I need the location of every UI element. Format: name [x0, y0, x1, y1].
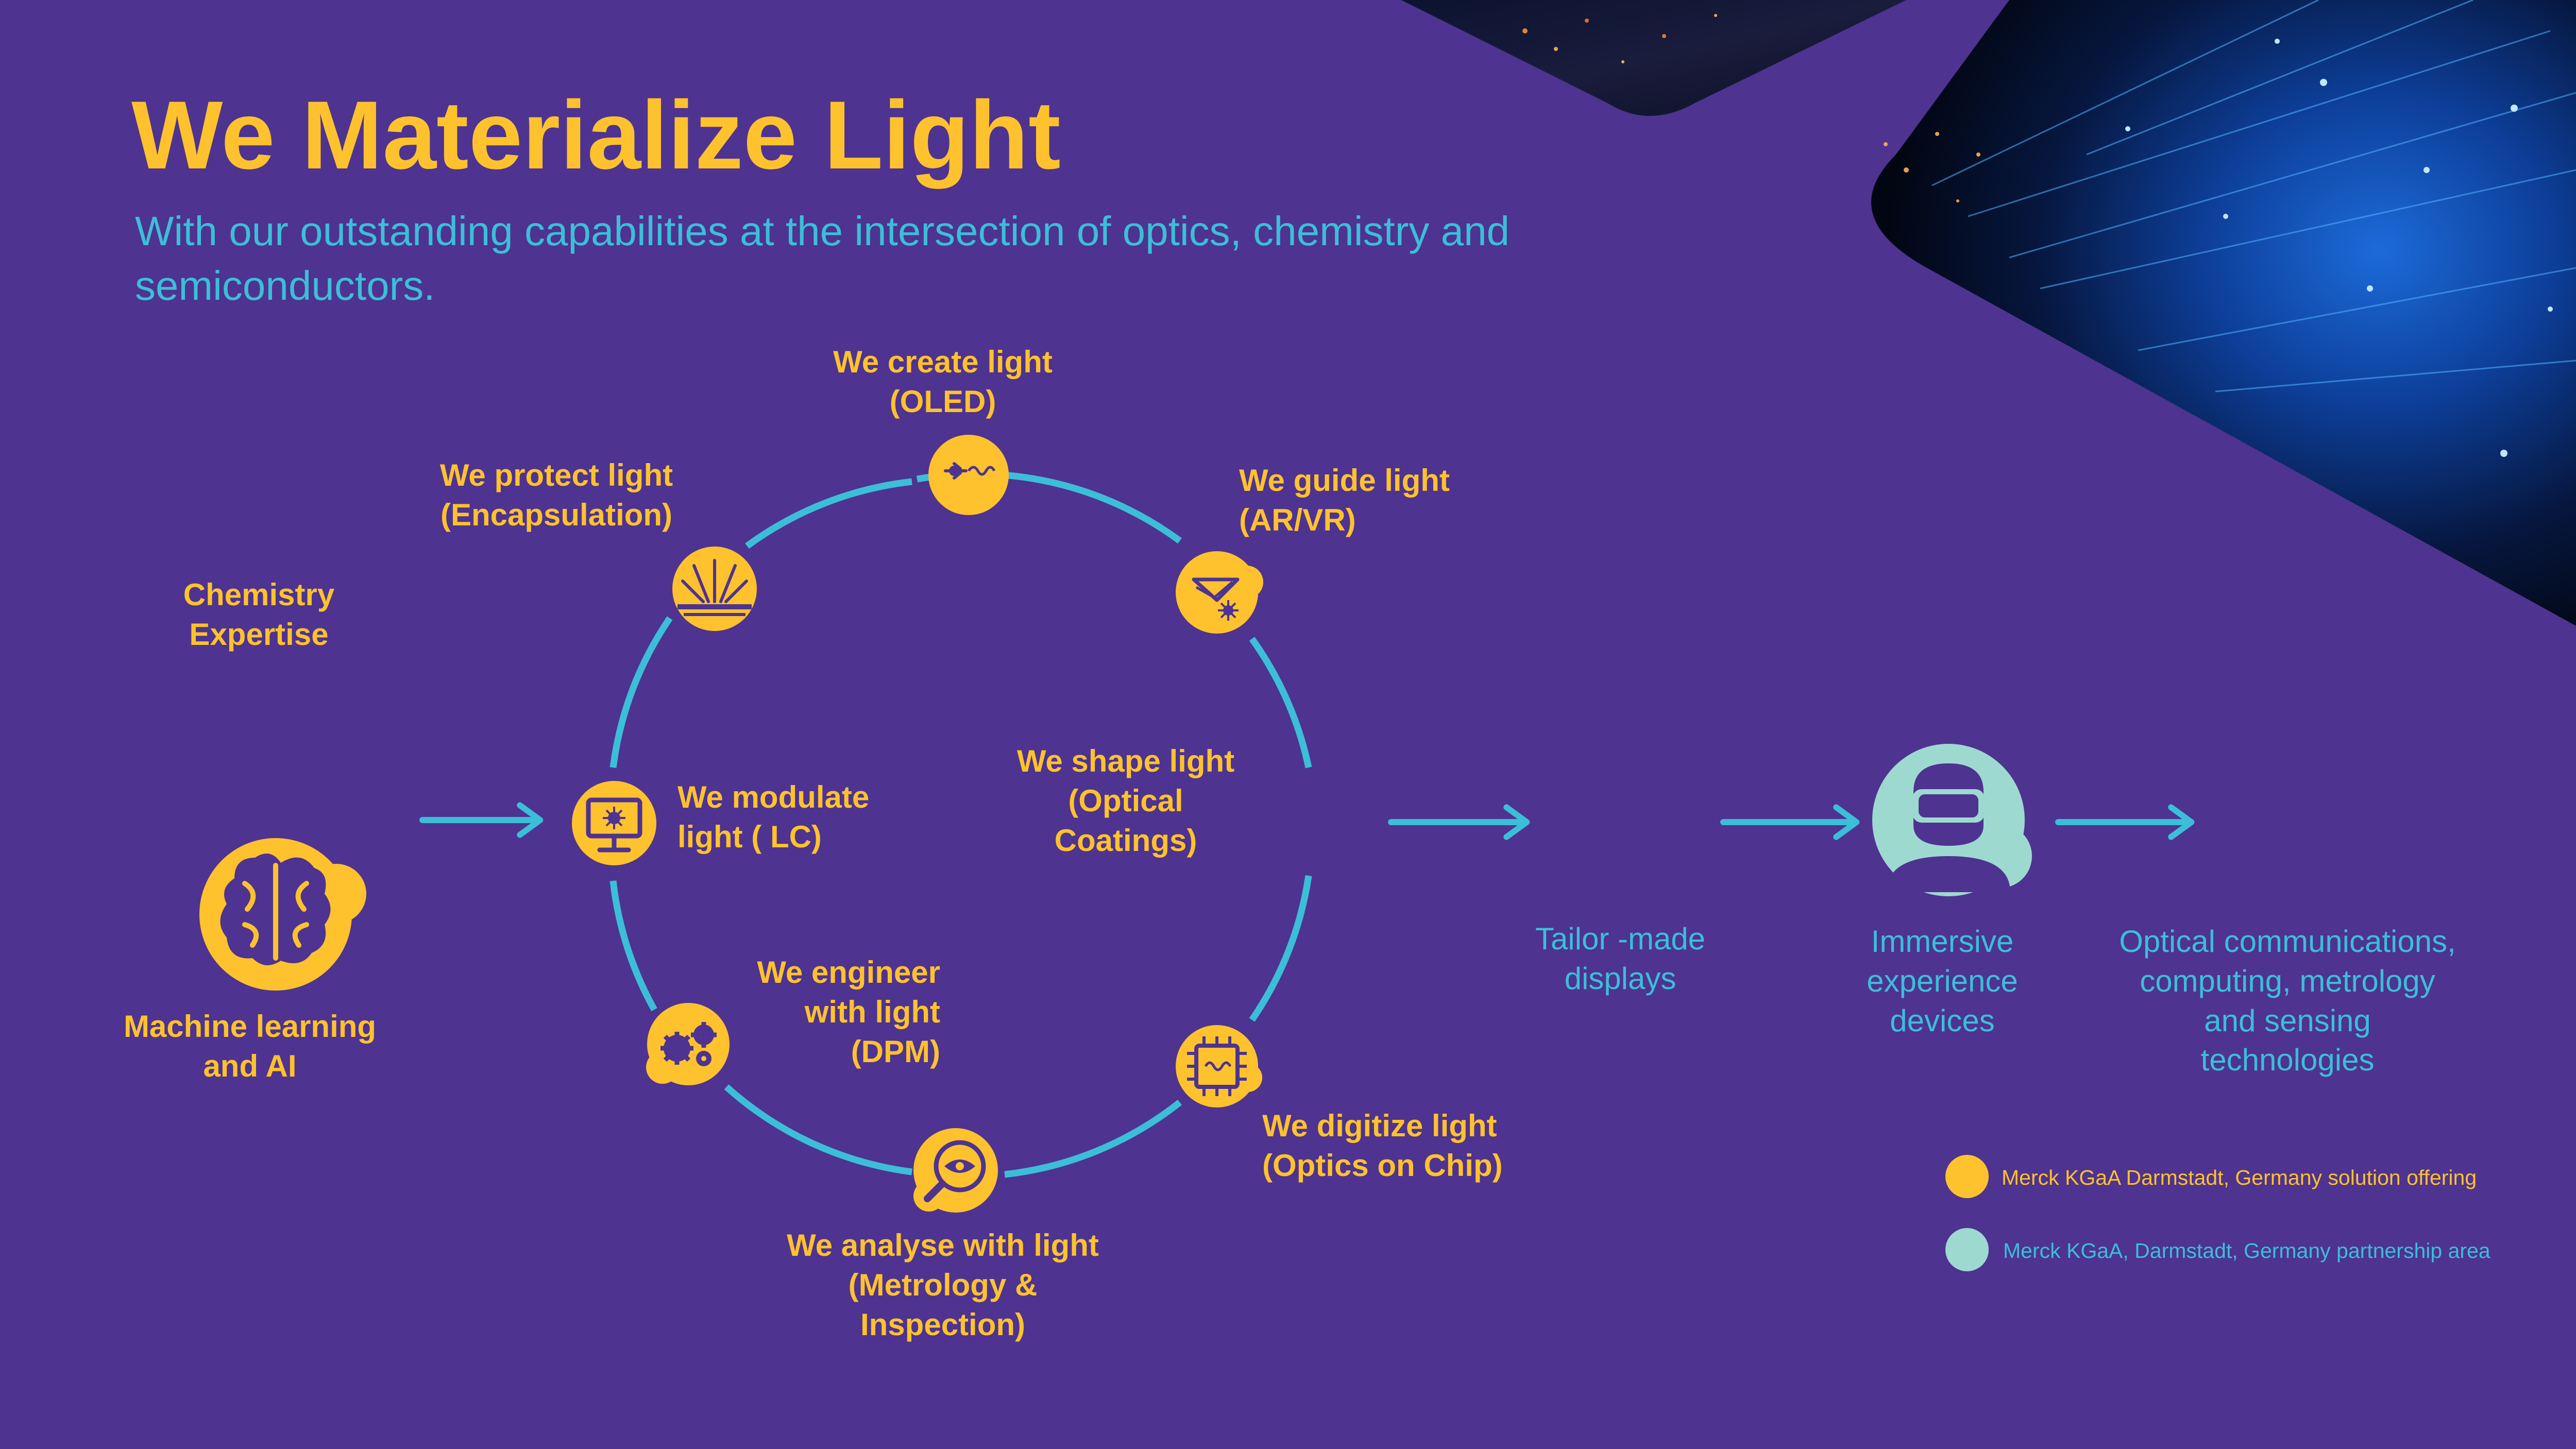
- fiber-optics-sparks: [2125, 39, 2553, 457]
- chip-icon: [1176, 1025, 1262, 1107]
- city-lights: [1884, 132, 1980, 202]
- page-subtitle: With our outstanding capabilities at the…: [135, 208, 1510, 309]
- legend-dot-solution: [1945, 1155, 1989, 1198]
- label-analyse-light: We analyse with light (Metrology & Inspe…: [787, 1228, 1099, 1342]
- page-title: We Materialize Light: [131, 81, 1061, 189]
- label-modulate-light: We modulate light ( LC): [677, 780, 870, 854]
- label-machine-learning: Machine learning and AI: [123, 1009, 377, 1083]
- label-create-light: We create light (OLED): [833, 345, 1053, 419]
- brain-icon: [199, 838, 366, 991]
- fiber-optics-image: [1871, 0, 2576, 626]
- radiating-light-icon: [672, 547, 757, 631]
- space-image-top: [1401, 0, 1906, 116]
- gears-icon: [646, 1003, 730, 1085]
- label-digitize-light: We digitize light (Optics on Chip): [1262, 1109, 1503, 1183]
- space-image-top-lights: [1522, 14, 1717, 63]
- legend-label-partnership: Merck KGaA, Darmstadt, Germany partnersh…: [2003, 1239, 2490, 1263]
- label-engineer-light: We engineer with light (DPM): [757, 955, 940, 1069]
- label-tailor-made-displays: Tailor -made displays: [1535, 922, 1706, 996]
- label-protect-light: We protect light (Encapsulation): [439, 458, 673, 532]
- label-guide-light: We guide light (AR/VR): [1239, 463, 1450, 537]
- legend-dot-partnership: [1945, 1228, 1989, 1271]
- fiber-optics-strands: [1931, 0, 2576, 393]
- legend-label-solution: Merck KGaA Darmstadt, Germany solution o…: [2002, 1166, 2477, 1189]
- label-chemistry-expertise: Chemistry Expertise: [183, 577, 335, 652]
- label-shape-light: We shape light (Optical Coatings): [1016, 744, 1235, 858]
- light-emitter-icon: [928, 435, 1009, 515]
- label-immersive-devices: Immersive experience devices: [1867, 924, 2018, 1038]
- light-guide-icon: [1176, 551, 1263, 634]
- eye-icon: [913, 1128, 998, 1213]
- label-optical-technologies: Optical communications, computing, metro…: [2119, 924, 2456, 1078]
- vr-headset-person-icon: [1872, 744, 2032, 896]
- monitor-icon: [572, 781, 656, 865]
